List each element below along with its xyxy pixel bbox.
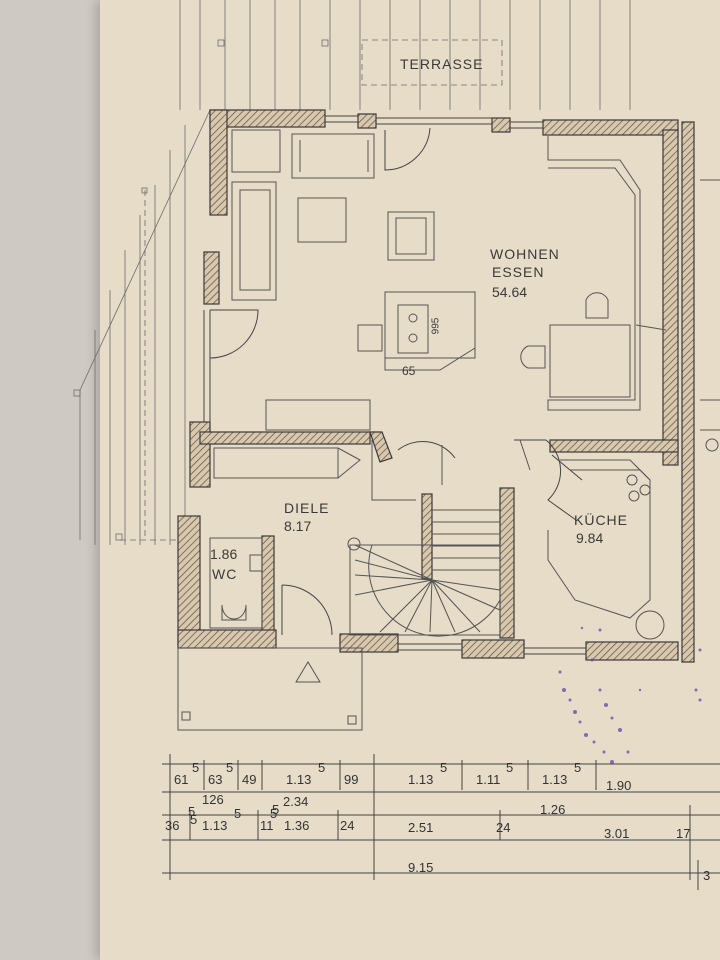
dimension-lines (162, 754, 720, 890)
dim-row1-8: 1.13 (542, 772, 568, 787)
room-area-wc: 1.86 (210, 546, 238, 562)
dim-row3-4: 1.36 (284, 818, 310, 833)
dim-row1-8-sup: 5 (574, 760, 582, 775)
dim-row1-1: 61 (174, 772, 189, 787)
dim-total: 9.15 (408, 860, 434, 875)
dim-row1-4-sup: 5 (318, 760, 326, 775)
room-label-kueche: KÜCHE (574, 512, 629, 528)
walls (177, 109, 695, 663)
dim-row3-1-sup: 5 (190, 812, 198, 827)
dim-row1-6-sup: 5 (440, 760, 448, 775)
furniture (177, 129, 720, 731)
dim-row2-2: 2.34 (283, 794, 309, 809)
room-area-kueche: 9.84 (576, 530, 604, 546)
room-label-terrasse: TERRASSE (400, 56, 484, 72)
dim-edge: 3 (703, 868, 711, 883)
dim-row3-2: 1.13 (202, 818, 228, 833)
dim-row1-1-sup: 5 (192, 760, 200, 775)
room-area-wohnen: 54.64 (492, 284, 528, 300)
dim-row1-7-sup: 5 (506, 760, 514, 775)
dim-row3-9: 17 (676, 826, 691, 841)
room-label-essen: ESSEN (492, 264, 545, 280)
windows (203, 115, 586, 655)
doors (209, 127, 583, 636)
dim-row3-3-sup: 5 (270, 806, 278, 821)
dim-row1-5: 99 (344, 772, 359, 787)
dim-row2-3: 1.26 (540, 802, 566, 817)
dim-row3-6: 2.51 (408, 820, 434, 835)
dim-row1-2: 63 (208, 772, 223, 787)
room-label-wc: WC (212, 566, 238, 582)
dim-row3-1: 36 (165, 818, 180, 833)
dim-row3-8: 3.01 (604, 826, 630, 841)
dim-row3-7: 24 (496, 820, 511, 835)
dim-row1-3: 49 (242, 772, 257, 787)
fireplace-width-label: 65 (402, 364, 416, 378)
dim-row2-2-sup: 5 (272, 802, 280, 817)
dim-row1-9: 1.90 (606, 778, 632, 793)
dim-row2-1: 126 (202, 792, 224, 807)
dim-row1-7: 1.11 (476, 772, 501, 787)
room-area-diele: 8.17 (284, 518, 312, 534)
dim-row2-1-sup: 5 (188, 804, 196, 819)
fireplace-depth-label: 995 (430, 317, 442, 335)
terrace-deck (73, 0, 631, 545)
purple-stain (558, 626, 702, 764)
dim-row3-5: 24 (340, 818, 355, 833)
dim-row1-2-sup: 5 (226, 760, 234, 775)
dim-row3-3: 11 (260, 818, 274, 833)
room-label-diele: DIELE (284, 500, 330, 516)
dim-row3-2-sup: 5 (234, 806, 242, 821)
dim-row1-6: 1.13 (408, 772, 434, 787)
dim-row1-4: 1.13 (286, 772, 312, 787)
room-label-wohnen: WOHNEN (490, 246, 560, 262)
